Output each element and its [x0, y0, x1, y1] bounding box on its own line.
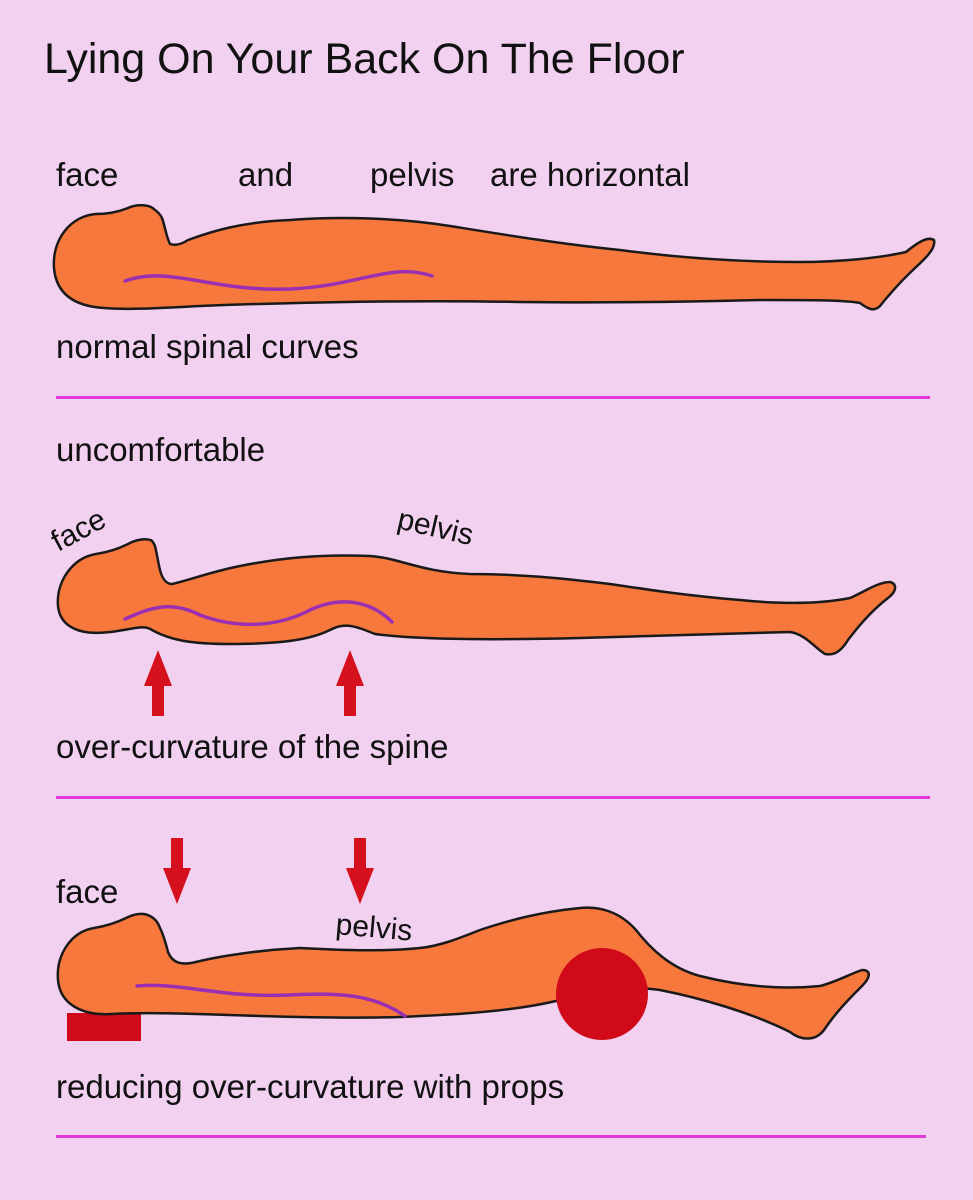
panel2-pelvis-label: pelvis — [394, 503, 476, 552]
down-arrow-neck — [163, 838, 191, 904]
spine-curve-normal — [123, 269, 434, 291]
up-arrow-pelvis — [336, 650, 364, 716]
head-block-prop — [67, 1013, 141, 1041]
figure-overcurved: face pelvis — [46, 502, 897, 716]
panel3-caption: reducing over-curvature with props — [56, 1068, 565, 1105]
panel1-caption: normal spinal curves — [56, 328, 359, 365]
spine-curve-props — [135, 983, 407, 1018]
panel1-and-label: and — [238, 156, 294, 193]
down-arrow-pelvis — [346, 838, 374, 904]
panel3-face-label: face — [56, 873, 119, 910]
figure-normal — [52, 204, 936, 311]
divider-3 — [56, 1135, 926, 1138]
panel3-pelvis-label: pelvis — [334, 908, 413, 948]
body-silhouette-overcurved — [56, 537, 897, 656]
panel2-heading: uncomfortable — [56, 431, 266, 468]
panel1-are-horizontal-label: are horizontal — [490, 156, 690, 193]
panel2-caption: over-curvature of the spine — [56, 728, 449, 765]
panel1-pelvis-label: pelvis — [370, 156, 455, 193]
divider-2 — [56, 796, 930, 799]
body-silhouette-normal — [52, 204, 936, 311]
diagram-title: Lying On Your Back On The Floor — [44, 35, 685, 83]
up-arrow-neck — [144, 650, 172, 716]
figure-with-props: pelvis — [56, 838, 870, 1041]
panel2-face-label: face — [46, 502, 112, 558]
panel1-face-label: face — [56, 156, 119, 193]
knee-bolster-prop — [556, 948, 648, 1040]
spine-curve-overcurved — [123, 600, 394, 627]
divider-1 — [56, 396, 930, 399]
body-silhouette-props — [56, 906, 870, 1040]
